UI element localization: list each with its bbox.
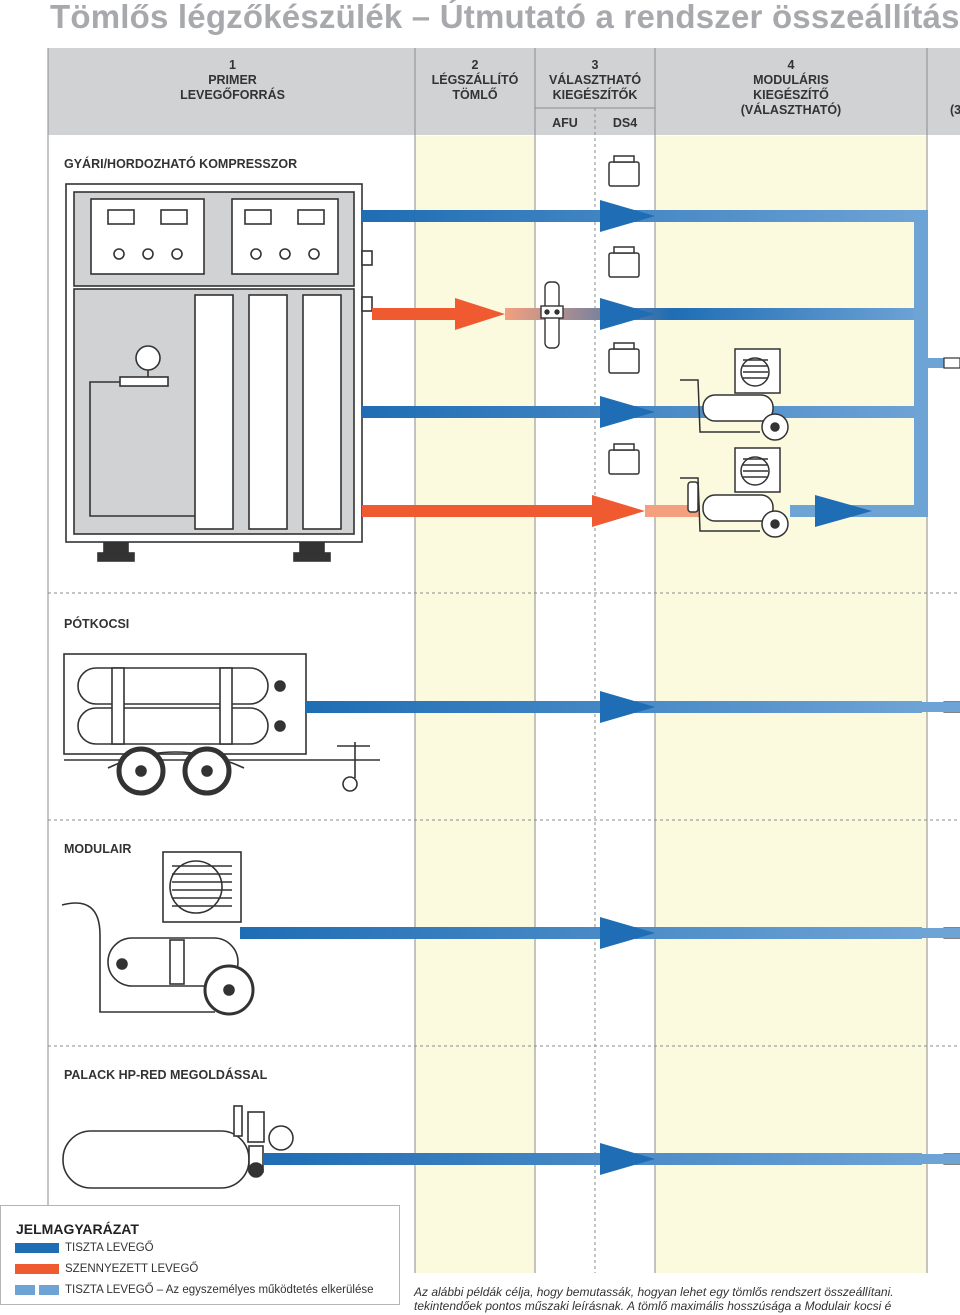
cylinder-with-hp-red (62, 1105, 294, 1189)
subcolumn-afu: AFU (552, 116, 578, 130)
subcolumn-ds4: DS4 (612, 116, 638, 130)
legend-swatch-clean (15, 1242, 59, 1253)
compressor-unit (65, 183, 373, 562)
afu-filter (540, 281, 564, 349)
modulair-flow-line (240, 917, 960, 949)
footnote-line: Az alábbi példák célja, hogy bemutassák,… (414, 1285, 894, 1299)
section-label-compressor: GYÁRI/HORDOZHATÓ KOMPRESSZOR (64, 157, 298, 171)
column-number: 3 (591, 58, 599, 72)
modulair-cart-small (680, 447, 789, 538)
modulair-cart-small (680, 348, 789, 441)
column-header-bar (48, 48, 960, 135)
legend-title: JELMAGYARÁZAT (16, 1221, 139, 1237)
legend-label: TISZTA LEVEGŐ (65, 1242, 154, 1254)
legend-item-light-clean-air: TISZTA LEVEGŐ – Az egyszemélyes működtet… (15, 1284, 374, 1296)
compressor-flow-lines (362, 200, 960, 527)
column-header-5: (3 (950, 103, 960, 118)
column-label-line: LEVEGŐFORRÁS (180, 88, 285, 102)
legend-swatch-contaminated (15, 1263, 59, 1274)
legend: JELMAGYARÁZAT TISZTA LEVEGŐ SZENNYEZETT … (0, 1205, 400, 1305)
trailer-unit (63, 653, 380, 796)
column-header-4: 4 MODULÁRIS KIEGÉSZÍTŐ (VÁLASZTHATÓ) (655, 58, 927, 118)
section-label-modulair: MODULAIR (64, 842, 132, 856)
column-label-line: PRIMER (208, 73, 257, 87)
legend-label: TISZTA LEVEGŐ – Az egyszemélyes működtet… (65, 1284, 374, 1296)
connector-icons (943, 357, 960, 1165)
ds4-unit-icons (608, 155, 640, 475)
column-number: 4 (787, 58, 795, 72)
legend-label: SZENNYEZETT LEVEGŐ (65, 1263, 199, 1275)
legend-item-contaminated-air: SZENNYEZETT LEVEGŐ (15, 1263, 198, 1275)
column-label-line: MODULÁRIS (753, 73, 829, 87)
footnote-line: tekintendőek pontos műszaki leírásnak. A… (414, 1299, 892, 1313)
legend-item-clean-air: TISZTA LEVEGŐ (15, 1242, 154, 1254)
column-label-line: KIEGÉSZÍTŐ (753, 88, 829, 102)
legend-swatch-light-clean (15, 1284, 59, 1295)
cylinder-flow-line (263, 1143, 960, 1175)
column-number: 1 (229, 58, 236, 72)
column-header-2: 2 LÉGSZÁLLÍTÓ TÖMLŐ (415, 58, 535, 103)
column-label-line: (VÁLASZTHATÓ) (740, 103, 842, 117)
modulair-cart (61, 851, 255, 1016)
column-label-line: TÖMLŐ (452, 88, 498, 102)
section-label-cylinder: PALACK HP-RED MEGOLDÁSSAL (64, 1068, 268, 1082)
column-header-3: 3 VÁLASZTHATÓ KIEGÉSZÍTŐK (535, 58, 655, 103)
column-label-line: VÁLASZTHATÓ (548, 73, 642, 87)
grid-lines (47, 48, 960, 1273)
page-title: Tömlős légzőkészülék – Útmutató a rendsz… (50, 0, 960, 35)
column-label-line: LÉGSZÁLLÍTÓ (431, 73, 519, 87)
column-number: 2 (471, 58, 479, 72)
trailer-flow-line (306, 691, 960, 723)
column-label-line: (3 (950, 103, 960, 117)
column-label-line: KIEGÉSZÍTŐK (552, 88, 638, 102)
section-label-trailer: PÓTKOCSI (64, 617, 130, 631)
column-header-1: 1 PRIMER LEVEGŐFORRÁS (50, 58, 415, 103)
footnote: Az alábbi példák célja, hogy bemutassák,… (414, 1285, 894, 1313)
